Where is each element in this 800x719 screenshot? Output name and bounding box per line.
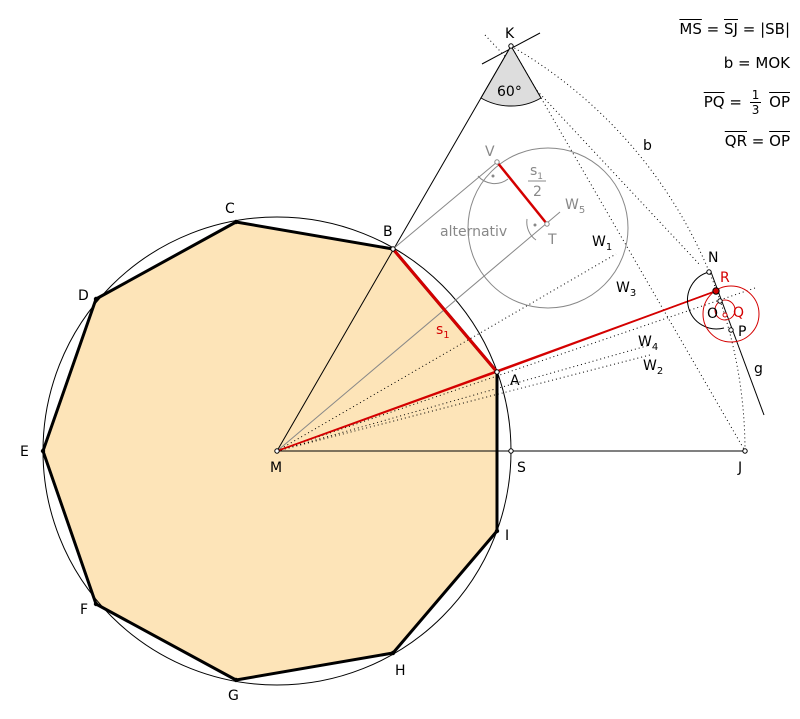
label-o: O bbox=[707, 306, 718, 322]
label-w3: W3 bbox=[616, 280, 636, 299]
point-p bbox=[728, 327, 734, 333]
label-w1: W1 bbox=[592, 234, 612, 253]
label-k: K bbox=[505, 26, 515, 42]
label-w4: W4 bbox=[638, 334, 658, 353]
label-angle-60: 60° bbox=[497, 84, 522, 100]
red-circle-q-inner bbox=[714, 299, 736, 321]
angle-60-arc bbox=[480, 44, 542, 107]
formula-1: MS = SJ = |SB| bbox=[679, 20, 790, 38]
formula-2: b = MOK bbox=[723, 54, 790, 72]
label-alternativ: alternativ bbox=[440, 224, 507, 240]
point-m bbox=[274, 448, 280, 454]
point-f bbox=[93, 601, 99, 607]
point-j bbox=[742, 448, 748, 454]
label-e: E bbox=[20, 444, 29, 460]
ray-w1 bbox=[276, 253, 617, 452]
label-s: S bbox=[517, 460, 526, 476]
point-b bbox=[390, 246, 396, 252]
point-e bbox=[40, 448, 46, 454]
label-a: A bbox=[510, 373, 520, 389]
label-i: I bbox=[505, 528, 509, 544]
arc-b bbox=[510, 45, 746, 452]
formula-panel: MS = SJ = |SB| b = MOK PQ = 1 3 OP QR = … bbox=[679, 12, 790, 158]
label-w5: W5 bbox=[565, 197, 585, 216]
point-o bbox=[717, 298, 723, 304]
formula-3: PQ = 1 3 OP bbox=[703, 88, 790, 117]
label-d: D bbox=[78, 288, 89, 304]
right-angle-v bbox=[477, 175, 509, 185]
nonagon bbox=[41, 220, 499, 682]
point-q bbox=[722, 312, 728, 318]
right-angle-v-dot bbox=[491, 174, 495, 178]
label-r: R bbox=[720, 270, 730, 286]
point-a bbox=[494, 369, 500, 375]
label-p: P bbox=[738, 324, 746, 340]
point-n bbox=[706, 269, 712, 275]
label-m: M bbox=[270, 460, 282, 476]
point-h bbox=[390, 650, 396, 656]
label-q: Q bbox=[733, 305, 744, 321]
point-t bbox=[544, 221, 550, 227]
point-c bbox=[233, 219, 239, 225]
gray-m-w5 bbox=[276, 211, 561, 452]
line-g bbox=[710, 271, 765, 416]
red-side-s1 bbox=[391, 248, 499, 373]
point-k bbox=[508, 43, 514, 49]
fraction-one-third: 1 3 bbox=[749, 88, 762, 117]
gray-circle-alternative bbox=[467, 147, 629, 309]
label-f: F bbox=[80, 602, 88, 618]
point-v bbox=[494, 159, 500, 165]
label-w2: W2 bbox=[643, 358, 663, 377]
point-r bbox=[712, 287, 720, 295]
point-g bbox=[233, 677, 239, 683]
ray-w2 bbox=[276, 354, 651, 452]
label-h: H bbox=[395, 663, 406, 679]
right-angle-t-dot bbox=[533, 223, 537, 227]
label-g: G bbox=[228, 688, 239, 704]
red-v-t bbox=[496, 161, 548, 225]
point-i bbox=[494, 528, 500, 534]
label-half-side-num: s1 bbox=[530, 163, 543, 182]
label-t: T bbox=[547, 232, 557, 248]
red-circle-q bbox=[702, 285, 760, 343]
label-j: J bbox=[737, 460, 742, 476]
gray-b-v bbox=[392, 161, 498, 250]
red-a-r bbox=[496, 290, 717, 373]
label-s1: s1 bbox=[436, 322, 450, 341]
label-v: V bbox=[485, 144, 495, 160]
label-n: N bbox=[708, 250, 718, 266]
label-arc-b: b bbox=[643, 138, 652, 154]
point-s bbox=[508, 448, 514, 454]
ray-w4 bbox=[276, 344, 651, 452]
label-line-g: g bbox=[754, 361, 763, 377]
arc-nop bbox=[687, 271, 725, 330]
formula-4: QR = OP bbox=[724, 132, 790, 150]
right-angle-t bbox=[526, 218, 537, 241]
label-b: B bbox=[383, 224, 393, 240]
label-half-side-den: 2 bbox=[533, 184, 542, 200]
label-c: C bbox=[225, 201, 235, 217]
point-d bbox=[93, 296, 99, 302]
ray-w3 bbox=[276, 287, 756, 452]
